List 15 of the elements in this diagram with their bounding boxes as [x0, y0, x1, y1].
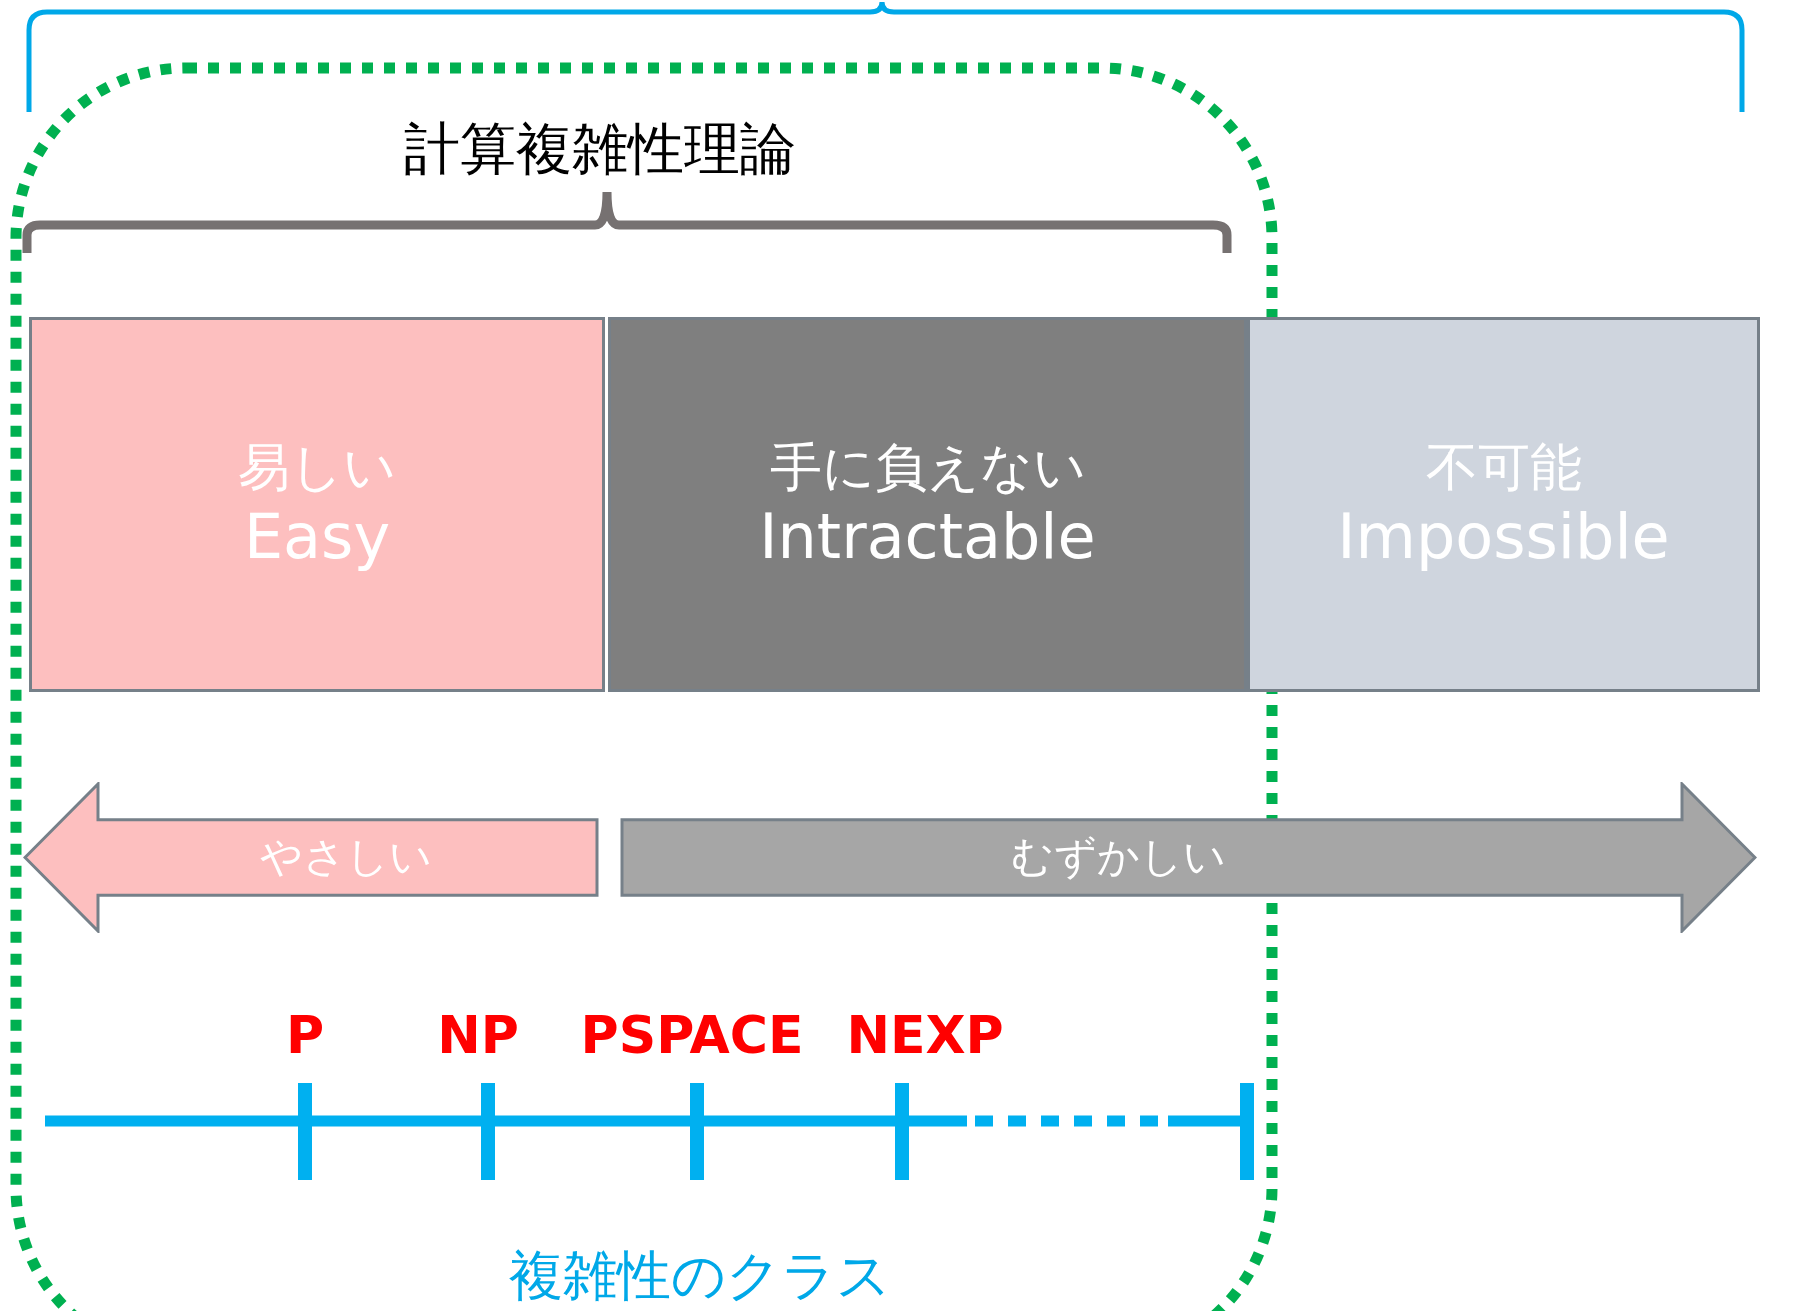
english-label: Intractable — [759, 499, 1096, 575]
diagram-title: 計算複雑性理論 — [403, 115, 797, 183]
japanese-label: 手に負えない — [769, 435, 1086, 499]
axis-caption: 複雑性のクラス — [508, 1243, 892, 1309]
class-label: P — [285, 1005, 325, 1065]
class-label: PSPACE — [580, 1005, 804, 1065]
english-label: Easy — [243, 499, 391, 575]
category-box — [1247, 317, 1760, 692]
category-box — [608, 317, 1247, 692]
class-label: NEXP — [846, 1005, 1004, 1065]
category-box — [29, 317, 605, 692]
japanese-label: 易しい — [238, 435, 396, 499]
arrow-label: むずかしい — [1011, 831, 1226, 884]
class-label: NP — [437, 1005, 519, 1065]
arrow-label: やさしい — [260, 831, 432, 884]
